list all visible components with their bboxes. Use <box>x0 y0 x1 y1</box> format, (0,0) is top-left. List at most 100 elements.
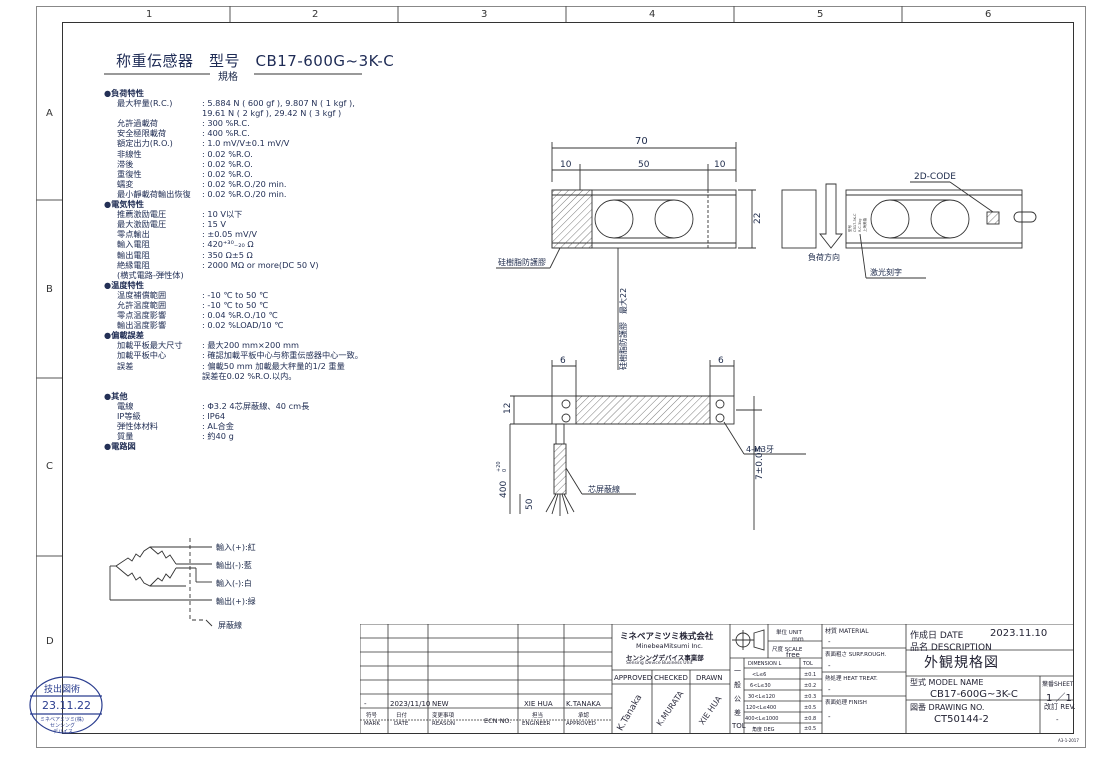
circuit-out-plus: 輸出(+):緑 <box>216 597 256 606</box>
material-value: - <box>828 638 831 646</box>
spec-value: : 確認加載平板中心与称重伝感器中心一致。 <box>202 350 363 361</box>
spec-value: : AL合金 <box>202 421 234 432</box>
rev-mark: - <box>364 700 367 708</box>
spec-row: 質量 : 約40 g <box>104 431 363 441</box>
dim-7: 7±0.05 <box>755 447 765 480</box>
spec-row: 加載平板最大尺寸: 最大200 mm×200 mm <box>104 340 363 350</box>
spec-row: 重復性: 0.02 %R.O. <box>104 169 363 179</box>
spec-value: : 5.884 N ( 600 gf ), 9.807 N ( 1 kgf ), <box>202 98 355 109</box>
dim-400-tol-lower: 0 <box>502 469 508 472</box>
spec-label: 温度補償範囲 <box>117 289 167 300</box>
spec-label: 輸入電阻 <box>117 239 150 250</box>
spec-row: 電線: Φ3.2 4芯屏蔽線、40 cm長 <box>104 401 363 411</box>
dim-50-wire: 50 <box>525 498 535 510</box>
hdr-mark-jp: 符号 <box>366 713 378 719</box>
spec-value: : 0.04 %R.O./10 ℃ <box>202 310 278 321</box>
sheet-border <box>36 6 1086 748</box>
spec-label: 允許温度範囲 <box>117 299 167 310</box>
spec-row-blank <box>104 381 363 391</box>
spec-value: : 約40 g <box>202 431 234 442</box>
spec-label <box>104 371 202 381</box>
spec-label: 推薦激励電圧 <box>117 209 167 220</box>
title-block-lines <box>360 624 1074 734</box>
spec-section-label: ●温度特性 <box>104 279 144 290</box>
engraving-text: 型号 CB17-3K-C R.C.3kg 上海美蓓 <box>847 213 867 232</box>
scale-label: 尺度 SCALE <box>772 647 803 653</box>
spec-label: 質量 <box>117 431 134 442</box>
spec-row: 温度補償範囲: -10 ℃ to 50 ℃ <box>104 290 363 300</box>
model-label: 型式 MODEL NAME <box>910 678 984 687</box>
spec-section-label: ●負荷特性 <box>104 88 144 98</box>
grid-col-3: 3 <box>481 9 488 20</box>
rev-engineer: XIE HUA <box>524 700 553 708</box>
dim-400: 400 <box>499 481 509 498</box>
circuit-diagram <box>109 538 213 627</box>
date-value: 2023.11.10 <box>990 628 1048 639</box>
tol-header-tol: TOL <box>803 661 813 667</box>
heat-value: - <box>828 686 831 694</box>
desc-value: 外観規格図 <box>924 655 999 671</box>
spec-row: 加載平板中心 : 確認加載平板中心与称重伝感器中心一致。 <box>104 350 363 360</box>
spec-row: 允許温度範囲: -10 ℃ to 50 ℃ <box>104 300 363 310</box>
scale-value: free <box>786 651 800 659</box>
spec-label: 最小靜載荷輸出恢復 <box>117 188 191 199</box>
hdr-approved-jp: 承認 <box>578 713 590 719</box>
spec-title: 称重伝感器 型号 CB17-600G~3K-C <box>116 52 395 70</box>
circuit-in-minus: 輸入(-):白 <box>216 579 252 588</box>
rev-approved: K.TANAKA <box>566 700 601 708</box>
grid-col-5: 5 <box>817 9 824 20</box>
circuit-shield-label: 屏蔽線 <box>218 621 242 630</box>
label-load-direction: 負荷方向 <box>808 252 840 262</box>
tol-side-2: 般 <box>734 681 741 689</box>
spec-value: : 1.0 mV/V±0.1 mV/V <box>202 138 290 149</box>
spec-row: 輸入電阻: 420⁺³⁰₋₂₀ Ω <box>104 239 363 249</box>
spec-label: 加載平板中心 <box>117 350 167 361</box>
spec-label: 允許過載荷 <box>117 118 158 129</box>
label-shield-wire: 芯屏蔽線 <box>588 484 620 494</box>
surf-value: - <box>828 662 831 670</box>
spec-value: : 2000 MΩ or more(DC 50 V) <box>202 259 319 270</box>
dim-70: 70 <box>635 136 648 147</box>
spec-table: ●負荷特性 最大秤量(R.C.): 5.884 N ( 600 gf ), 9.… <box>104 88 363 451</box>
spec-row: ●電路図 <box>104 441 363 451</box>
spec-row: 最大秤量(R.C.): 5.884 N ( 600 gf ), 9.807 N … <box>104 98 363 108</box>
stamp-date: 23.11.22 <box>42 699 91 712</box>
label-resin: 硅樹脂防護膠 <box>498 257 546 267</box>
division-jp: センシングデバイス事業部 <box>626 654 704 662</box>
spec-value: : 0.02 %R.O. <box>202 158 253 169</box>
circuit-in-plus: 輸入(+):紅 <box>216 543 256 552</box>
rev-date: 2023/11/10 <box>390 700 431 708</box>
sheet-label: 葉番SHEET <box>1042 681 1074 688</box>
dim-10-right: 10 <box>714 160 726 170</box>
dim-10-left: 10 <box>560 160 572 170</box>
grid-row-a: A <box>46 108 53 119</box>
spec-section-label: ●電気特性 <box>104 199 144 210</box>
grid-col-4: 4 <box>649 9 656 20</box>
spec-section-label: ●其他 <box>104 390 128 401</box>
spec-section-label: ●電路図 <box>104 441 136 452</box>
spec-value: 19.61 N ( 2 kgf ), 29.42 N ( 3 kgf ) <box>202 108 342 119</box>
spec-subtitle: 規格 <box>218 72 238 83</box>
hdr-mark-en: MARK <box>364 721 380 727</box>
checked-label: CHECKED <box>654 674 688 682</box>
finish-value: - <box>828 713 831 721</box>
dim-12: 12 <box>503 403 513 414</box>
spec-row: 弾性体材料: AL合金 <box>104 421 363 431</box>
tol-dim: 400<L≤1000 <box>745 716 779 722</box>
spec-value: : 350 Ω±5 Ω <box>202 249 253 260</box>
spec-row: (横式電路-弾性体) <box>104 270 363 280</box>
spec-label: 零点温度影響 <box>117 310 167 321</box>
desc-label: 品名 DESCRIPTION <box>910 643 992 653</box>
dim-50: 50 <box>638 160 650 170</box>
spec-label: 非線性 <box>117 148 142 159</box>
drawing-frame <box>62 22 1074 734</box>
hdr-engineer-jp: 担当 <box>532 713 544 719</box>
spec-value: : 15 V <box>202 219 226 230</box>
engraving-line: 型号 <box>847 225 852 233</box>
dim-22: 22 <box>753 213 763 224</box>
spec-value: : 0.02 %R.O. <box>202 168 253 179</box>
spec-row: ●負荷特性 <box>104 88 363 98</box>
spec-value: : 最大200 mm×200 mm <box>202 340 299 351</box>
spec-label: 輸出電阻 <box>117 249 150 260</box>
